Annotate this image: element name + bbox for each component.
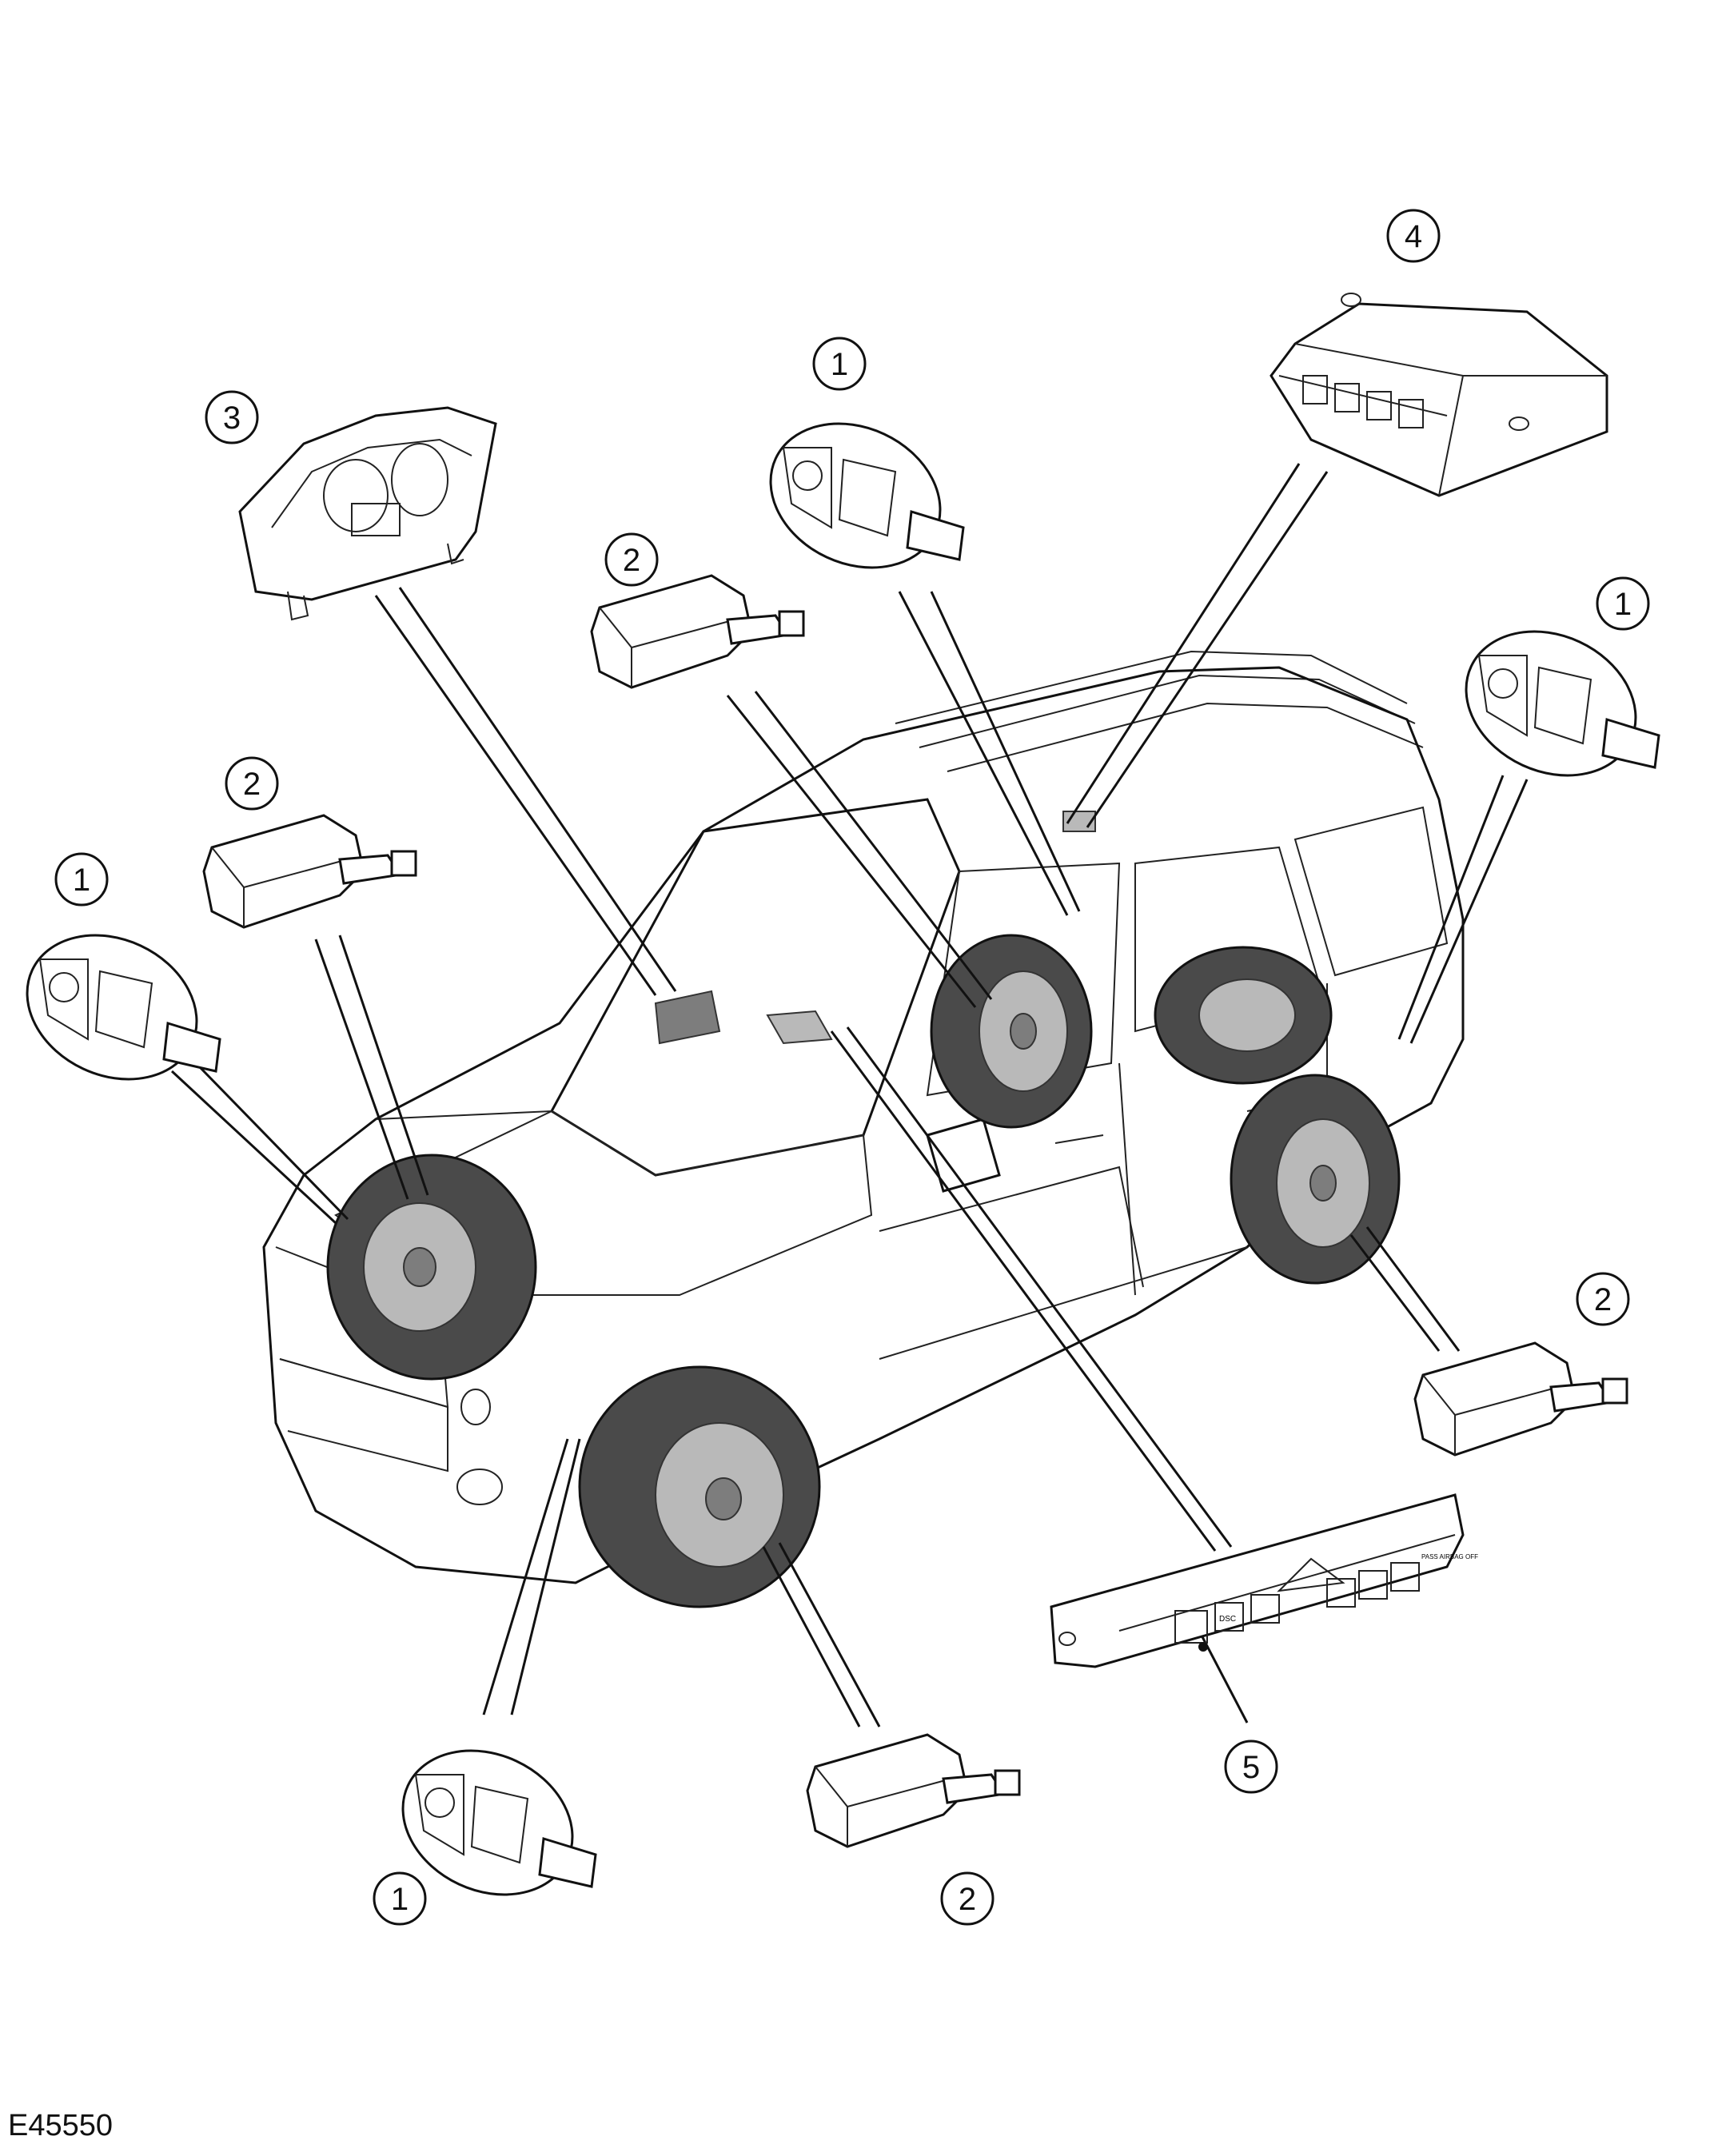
rear-right-wheel xyxy=(1230,1074,1401,1285)
svg-text:2: 2 xyxy=(623,543,640,578)
svg-text:4: 4 xyxy=(1405,219,1422,254)
sensor-bracket-icon-top xyxy=(769,422,965,569)
callout-3: 3 xyxy=(205,390,259,444)
switch-panel-icon: DSC PASS AIRBAG OFF xyxy=(1050,1493,1478,1668)
callout-1-top: 1 xyxy=(812,337,867,391)
svg-text:1: 1 xyxy=(391,1882,409,1917)
callout-1-bottom: 1 xyxy=(373,1871,427,1926)
callout-2-left: 2 xyxy=(225,756,279,811)
callout-4: 4 xyxy=(1386,209,1441,263)
switch-label-airbag: PASS AIRBAG OFF xyxy=(1421,1553,1478,1560)
callout-1-right: 1 xyxy=(1596,576,1650,631)
svg-text:5: 5 xyxy=(1242,1750,1260,1785)
sensor-valve-icon-top xyxy=(590,574,805,689)
sensor-valve-icon-left xyxy=(202,814,417,929)
leader-lines xyxy=(170,463,1529,1728)
svg-text:3: 3 xyxy=(223,401,241,436)
sensor-valve-icon-right xyxy=(1413,1341,1628,1457)
front-right-wheel xyxy=(578,1365,821,1608)
sensor-valve-icon-bottom xyxy=(806,1733,1021,1848)
sensor-bracket-icon-right xyxy=(1465,630,1660,777)
callout-2-right: 2 xyxy=(1576,1272,1630,1326)
callout-5: 5 xyxy=(1224,1740,1278,1794)
control-module-icon xyxy=(1270,293,1608,497)
svg-text:1: 1 xyxy=(831,347,848,382)
figure-id: E45550 xyxy=(8,2109,114,2142)
callout-2-top: 2 xyxy=(604,532,659,587)
svg-text:2: 2 xyxy=(959,1882,976,1917)
sensor-bracket-icon-left xyxy=(26,934,221,1081)
svg-text:1: 1 xyxy=(73,863,90,898)
switch-panel-in-dash xyxy=(766,1010,833,1045)
rear-left-wheel xyxy=(930,934,1093,1129)
cluster-in-dash xyxy=(654,990,721,1045)
callout-2-bottom: 2 xyxy=(940,1871,995,1926)
svg-text:2: 2 xyxy=(1594,1282,1612,1317)
instrument-cluster-icon xyxy=(238,406,497,621)
svg-text:2: 2 xyxy=(243,767,261,802)
front-left-wheel xyxy=(326,1154,537,1381)
sensor-bracket-icon-bottom xyxy=(401,1749,597,1896)
callout-1-left: 1 xyxy=(54,852,109,907)
switch-label-dsc: DSC xyxy=(1219,1615,1236,1624)
svg-text:1: 1 xyxy=(1614,587,1632,622)
